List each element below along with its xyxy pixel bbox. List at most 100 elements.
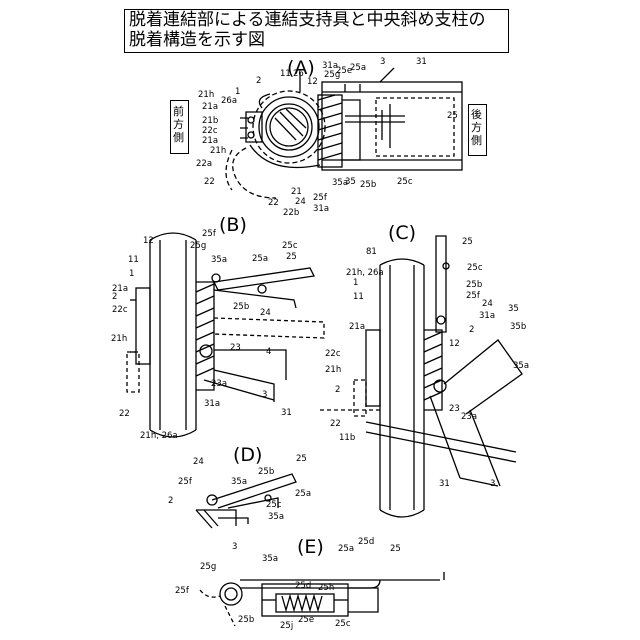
label-a-22b: 22b [283, 209, 299, 218]
label-d-2: 2 [168, 497, 173, 506]
label-b-25c: 25c [282, 242, 298, 251]
label-d-25f: 25f [178, 478, 192, 487]
label-a-21a-bottom: 21a [202, 137, 218, 146]
rear-side-label: 後方側 [470, 108, 483, 147]
label-c-25b: 25b [466, 281, 482, 290]
label-a-25c: 25c [397, 178, 413, 187]
label-c-31a: 31a [479, 312, 495, 321]
label-b-22: 22 [119, 410, 130, 419]
panel-label-b: (B) [219, 215, 247, 235]
label-b-25b: 25b [233, 303, 249, 312]
label-b-3: 3 [262, 391, 267, 400]
label-c-3: 3 [490, 480, 495, 489]
label-a-25f: 25f [313, 194, 327, 203]
label-a-25b: 25b [360, 181, 376, 190]
label-e-25f: 25f [175, 587, 189, 596]
label-b-11: 11 [128, 256, 139, 265]
label-c-1: 1 [353, 279, 358, 288]
label-e-35a: 35a [262, 555, 278, 564]
label-d-35a-bottom: 35a [268, 513, 284, 522]
label-d-3: 3 [232, 543, 237, 552]
label-a-2: 2 [256, 77, 261, 86]
label-b-23: 23 [230, 344, 241, 353]
label-a-21h-bottom: 21h [210, 147, 226, 156]
label-a-21a-top: 21a [202, 103, 218, 112]
label-b-23a: 23a [211, 380, 227, 389]
label-a-31: 31 [416, 58, 427, 67]
label-c-23a: 23a [461, 413, 477, 422]
label-c-23: 23 [449, 405, 460, 414]
panel-label-e: (E) [297, 537, 324, 557]
label-c-12: 12 [449, 340, 460, 349]
label-c-22c: 22c [325, 350, 341, 359]
label-e-25d-mid: 25d [295, 582, 311, 591]
label-b-35a: 35a [211, 256, 227, 265]
label-a-26: 26 [293, 70, 304, 79]
figure-title-line-2: 脱着構造を示す図 [125, 30, 508, 50]
label-b-12: 12 [143, 237, 154, 246]
label-a-25: 25 [447, 112, 458, 121]
label-c-2-bottom: 2 [335, 386, 340, 395]
label-a-12: 12 [307, 78, 318, 87]
front-side-label: 前方側 [172, 105, 185, 144]
label-d-25: 25 [296, 455, 307, 464]
label-d-25a: 25a [295, 490, 311, 499]
label-e-25h: 25h [318, 584, 334, 593]
label-b-31: 31 [281, 409, 292, 418]
label-a-11: 11 [280, 70, 291, 79]
label-b-4: 4 [266, 348, 271, 357]
label-b-25g: 25g [190, 242, 206, 251]
label-e-25j: 25j [280, 622, 293, 631]
label-b-1: 1 [129, 270, 134, 279]
label-d-35a-top: 35a [231, 478, 247, 487]
figure-e-drawing [200, 572, 444, 626]
label-a-24: 24 [295, 198, 306, 207]
label-c-11: 11 [353, 293, 364, 302]
label-c-21a: 21a [349, 323, 365, 332]
label-b-21h-26a: 21h, 26a [140, 432, 178, 441]
label-d-25b: 25b [258, 468, 274, 477]
label-a-26a: 26a [221, 97, 237, 106]
label-a-21: 21 [291, 188, 302, 197]
label-c-35b: 35b [510, 323, 526, 332]
label-a-22a: 22a [196, 160, 212, 169]
label-a-35: 35 [345, 178, 356, 187]
label-c-25: 25 [462, 238, 473, 247]
label-d-24: 24 [193, 458, 204, 467]
label-c-25c: 25c [467, 264, 483, 273]
label-e-25g: 25g [200, 563, 216, 572]
label-a-31a-bottom: 31a [313, 205, 329, 214]
label-b-24: 24 [260, 309, 271, 318]
label-e-25c: 25c [335, 620, 351, 629]
label-c-21h: 21h [325, 366, 341, 375]
label-e-25: 25 [390, 545, 401, 554]
label-b-25a: 25a [252, 255, 268, 264]
label-c-11b: 11b [339, 434, 355, 443]
figure-c-drawing [320, 236, 522, 517]
label-b-25: 25 [286, 253, 297, 262]
panel-label-c: (C) [388, 223, 416, 243]
label-c-21h-26a: 21h, 26a [346, 269, 384, 278]
label-a-22-bottom: 22 [268, 199, 279, 208]
label-b-31a: 31a [204, 400, 220, 409]
label-c-81: 81 [366, 248, 377, 257]
label-c-31: 31 [439, 480, 450, 489]
label-b-21h: 21h [111, 335, 127, 344]
figure-title: 脱着連結部による連結支持具と中央斜め支柱の 脱着構造を示す図 [124, 9, 509, 53]
label-b-22c: 22c [112, 306, 128, 315]
label-e-25a: 25a [338, 545, 354, 554]
label-e-25d-top: 25d [358, 538, 374, 547]
label-e-25b: 25b [238, 616, 254, 625]
label-a-22c: 22c [202, 127, 218, 136]
label-c-24: 24 [482, 300, 493, 309]
label-a-22-left: 22 [204, 178, 215, 187]
label-b-25f: 25f [202, 230, 216, 239]
label-c-25f: 25f [466, 292, 480, 301]
label-a-21b: 21b [202, 117, 218, 126]
label-b-2: 2 [112, 293, 117, 302]
label-a-3: 3 [380, 58, 385, 67]
figure-title-line-1: 脱着連結部による連結支持具と中央斜め支柱の [125, 10, 508, 30]
label-d-25c: 25c [266, 501, 282, 510]
label-c-35: 35 [508, 305, 519, 314]
label-e-25e: 25e [298, 616, 314, 625]
